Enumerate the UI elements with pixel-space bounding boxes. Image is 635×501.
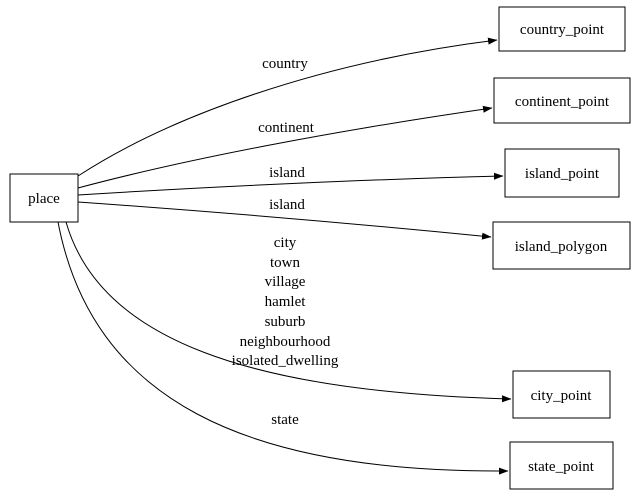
edge-line	[77, 37, 498, 177]
node-label-place: place	[28, 191, 60, 207]
edge-line	[65, 221, 512, 403]
edge-label-town: town	[270, 255, 301, 271]
node-label-island-polygon: island_polygon	[515, 239, 608, 255]
edge-line	[57, 221, 509, 475]
edge-label-hamlet: hamlet	[265, 294, 307, 310]
edge-place-island_polygon: island	[77, 197, 492, 240]
edge-label-island-point: island	[269, 165, 305, 181]
node-label-city-point: city_point	[531, 388, 593, 404]
edge-place-state_point: state	[57, 221, 509, 475]
edge-place-continent_point: continent	[77, 105, 493, 189]
edge-label-country: country	[262, 56, 308, 72]
node-box	[492, 221, 631, 270]
node-country_point: country_point	[498, 6, 626, 52]
edge-label-city: city	[274, 235, 297, 251]
node-label-state-point: state_point	[528, 459, 595, 475]
node-box	[498, 6, 626, 52]
node-label-country-point: country_point	[520, 22, 605, 38]
node-place: place	[9, 173, 79, 223]
edge-place-country_point: country	[77, 37, 498, 177]
edge-label-state: state	[271, 412, 299, 428]
edge-place-island_point: island	[77, 165, 504, 196]
node-label-continent-point: continent_point	[515, 94, 610, 110]
node-box	[493, 77, 631, 124]
edge-label-suburb: suburb	[265, 314, 306, 330]
edge-line	[77, 105, 493, 189]
edge-label-village: village	[265, 274, 306, 290]
node-box	[512, 370, 611, 419]
node-box	[504, 148, 620, 198]
node-island_point: island_point	[504, 148, 620, 198]
edge-label-neighbourhood: neighbourhood	[240, 334, 331, 350]
edge-line	[77, 172, 504, 196]
node-box	[9, 173, 79, 223]
edge-label-island-polygon: island	[269, 197, 305, 213]
edge-line	[77, 201, 492, 240]
node-label-island-point: island_point	[525, 166, 600, 182]
node-island_polygon: island_polygon	[492, 221, 631, 270]
edge-label-isolated-dwelling: isolated_dwelling	[232, 353, 339, 369]
edge-place-city_point: city town village hamlet suburb neighbou…	[65, 221, 512, 403]
node-continent_point: continent_point	[493, 77, 631, 124]
node-state_point: state_point	[509, 441, 614, 490]
edge-label-continent: continent	[258, 120, 315, 136]
node-box	[509, 441, 614, 490]
node-city_point: city_point	[512, 370, 611, 419]
